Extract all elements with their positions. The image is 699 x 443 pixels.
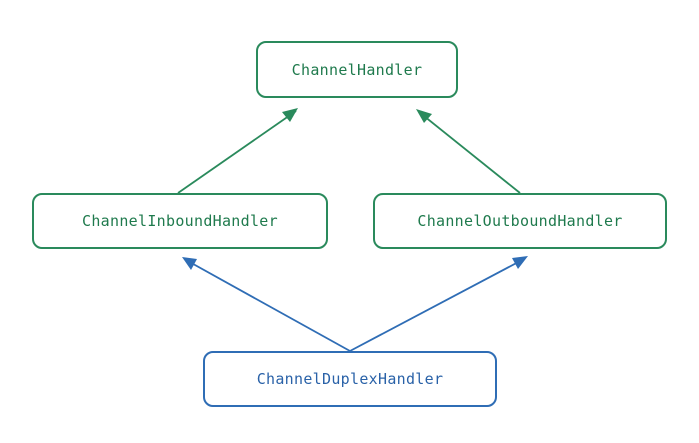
node-channel-handler: ChannelHandler <box>256 41 458 98</box>
arrow-duplex-to-inbound <box>182 257 351 352</box>
node-label-channel-duplex-handler: ChannelDuplexHandler <box>256 370 444 388</box>
node-label-channel-handler: ChannelHandler <box>291 60 423 79</box>
node-label-channel-outbound-handler: ChannelOutboundHandler <box>417 212 623 230</box>
node-channel-duplex-handler: ChannelDuplexHandler <box>203 351 497 407</box>
arrow-duplex-to-outbound <box>349 256 528 352</box>
node-label-channel-inbound-handler: ChannelInboundHandler <box>82 212 278 230</box>
node-channel-inbound-handler: ChannelInboundHandler <box>32 193 328 249</box>
node-channel-outbound-handler: ChannelOutboundHandler <box>373 193 667 249</box>
arrow-outbound-to-root <box>416 109 521 194</box>
arrow-inbound-to-root <box>177 108 298 194</box>
